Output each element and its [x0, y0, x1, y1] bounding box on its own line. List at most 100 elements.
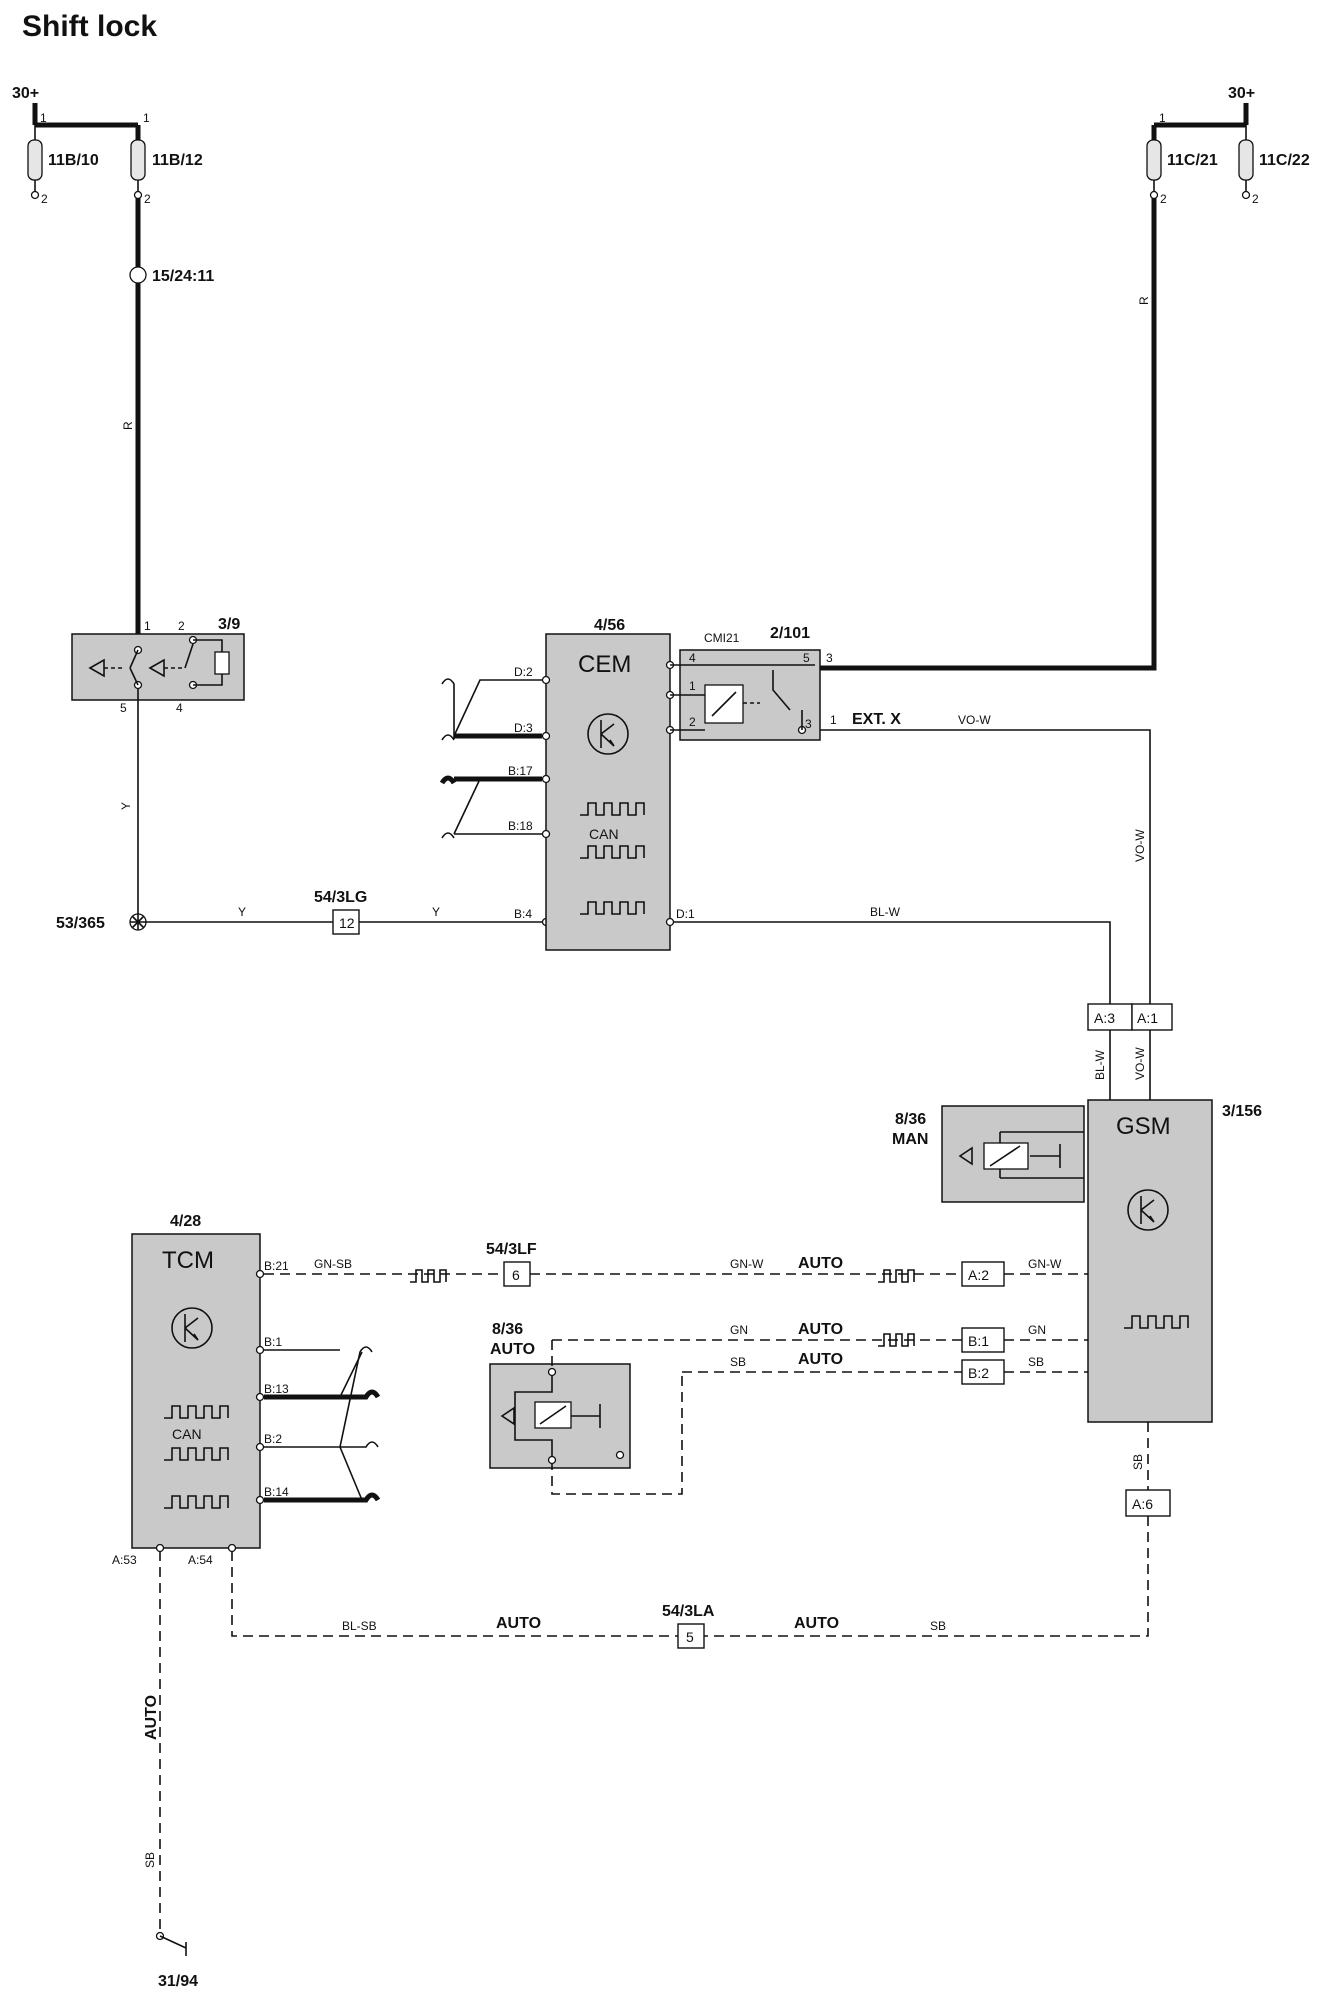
connector-54-3la [677, 1623, 705, 1649]
wire-bl-w [674, 921, 1111, 1004]
module-name: TCM [162, 1247, 214, 1274]
wire-bl-sb [231, 1551, 678, 1637]
wire-color-label: GN [1028, 1323, 1046, 1337]
wire-color-label: VO-W [958, 713, 991, 727]
fuse-terminal [133, 190, 143, 200]
connector-a1 [1131, 1003, 1173, 1031]
connector-a2 [961, 1261, 1005, 1287]
wire-color-label: BL-W [870, 905, 901, 919]
signal-waveform-icon [580, 845, 645, 859]
component-ref: 2/101 [770, 625, 810, 642]
pin-label: B:4 [514, 907, 532, 921]
splice-label: 15/24:11 [152, 268, 214, 285]
component-ref: 3/9 [218, 616, 240, 633]
wire-color-label: GN-SB [314, 1257, 352, 1271]
fuse-terminal [30, 190, 40, 200]
wire-r-right [812, 198, 1157, 672]
auto-tag: AUTO [798, 1255, 843, 1272]
wire-color-label: VO-W [1133, 1047, 1147, 1080]
supply-label-left: 30+ [12, 85, 39, 102]
signal-waveform-icon [410, 1269, 447, 1283]
switch-resistor [214, 651, 230, 675]
module-name: GSM [1116, 1113, 1171, 1140]
relay-ext-pin: 1 [830, 713, 837, 727]
wire-color-label: R [121, 421, 135, 430]
signal-waveform-icon [164, 1405, 229, 1419]
wire-color-label: SB [1131, 1454, 1145, 1470]
svg-text:A:2: A:2 [968, 1267, 989, 1283]
switch-pin: 1 [144, 619, 151, 633]
connector-b2 [961, 1359, 1005, 1385]
svg-text:A:6: A:6 [1132, 1496, 1153, 1512]
cem-module [545, 633, 671, 951]
transistor-icon [171, 1307, 213, 1349]
component-ref: 8/36 [895, 1111, 926, 1128]
svg-text:5: 5 [686, 1629, 694, 1645]
svg-text:5: 5 [803, 651, 810, 665]
svg-text:12: 12 [339, 915, 355, 931]
fuse-label: 11B/12 [152, 152, 203, 169]
fuse-11c22 [1238, 139, 1254, 181]
pin-label: B:1 [264, 1335, 282, 1349]
wire-color-label: BL-W [1093, 1049, 1107, 1080]
page-title: Shift lock [22, 10, 157, 43]
auto-tag: AUTO [798, 1321, 843, 1338]
component-ref: 8/36 [492, 1321, 523, 1338]
svg-text:A:1: A:1 [1137, 1010, 1158, 1026]
pin-label: A:53 [112, 1553, 137, 1567]
pin-label: A:54 [188, 1553, 213, 1567]
component-ref: 4/56 [594, 617, 625, 634]
pin-label: B:17 [508, 764, 533, 778]
fuse-terminal [1149, 190, 1159, 200]
supply-label-right: 30+ [1228, 85, 1255, 102]
svg-text:A:3: A:3 [1094, 1010, 1115, 1026]
svg-text:4: 4 [689, 651, 696, 665]
auto-tag: AUTO [798, 1351, 843, 1368]
connector-a6 [1125, 1489, 1171, 1517]
component-ref: 53/365 [56, 915, 105, 932]
pin-label: D:2 [514, 665, 533, 679]
fuse-label: 11C/21 [1167, 152, 1218, 169]
switch-pin: 5 [120, 701, 127, 715]
component-ref: 31/94 [158, 1973, 198, 1990]
switch-pin: 4 [176, 701, 183, 715]
pin-label: B:18 [508, 819, 533, 833]
pin-label: D:3 [514, 721, 533, 735]
signal-waveform-icon [580, 901, 645, 915]
signal-waveform-icon [580, 802, 645, 816]
switch-pin: 2 [178, 619, 185, 633]
component-ref: 3/156 [1222, 1103, 1262, 1120]
pin-label: B:13 [264, 1382, 289, 1396]
wire-color-label: VO-W [1133, 829, 1147, 862]
fuse-label: 11B/10 [48, 152, 99, 169]
signal-waveform-icon [164, 1447, 229, 1461]
signal-waveform-icon [878, 1269, 915, 1283]
relay-contact [772, 670, 791, 711]
wire-color-label: SB [1028, 1355, 1044, 1369]
splice-15-24-11 [129, 266, 147, 284]
auto-tag: AUTO [496, 1615, 541, 1632]
connector-a3 [1087, 1003, 1133, 1031]
svg-text:6: 6 [512, 1267, 520, 1283]
ext-label: EXT. X [852, 711, 901, 728]
fuse-11b12 [130, 139, 146, 181]
fuse-pin-2: 2 [1160, 192, 1167, 206]
svg-text:1: 1 [689, 679, 696, 693]
wire-color-label: Y [119, 802, 133, 810]
signal-waveform-icon [1124, 1315, 1189, 1329]
transistor-icon [587, 713, 629, 755]
component-label: AUTO [490, 1341, 535, 1358]
fuse-pin-2: 2 [144, 192, 151, 206]
module-name: CEM [578, 651, 631, 678]
wire-color-label: GN-W [1028, 1257, 1062, 1271]
wire-vo-w [820, 729, 1151, 1004]
pin-label: B:14 [264, 1485, 289, 1499]
wire-color-label: SB [930, 1619, 946, 1633]
relay-ext-pin: 3 [826, 651, 833, 665]
fuse-11c21 [1146, 139, 1162, 181]
component-label: MAN [892, 1131, 928, 1148]
wire-color-label: SB [730, 1355, 746, 1369]
relay-code: CMI21 [704, 631, 740, 645]
fuse-pin-1: 1 [143, 111, 150, 125]
